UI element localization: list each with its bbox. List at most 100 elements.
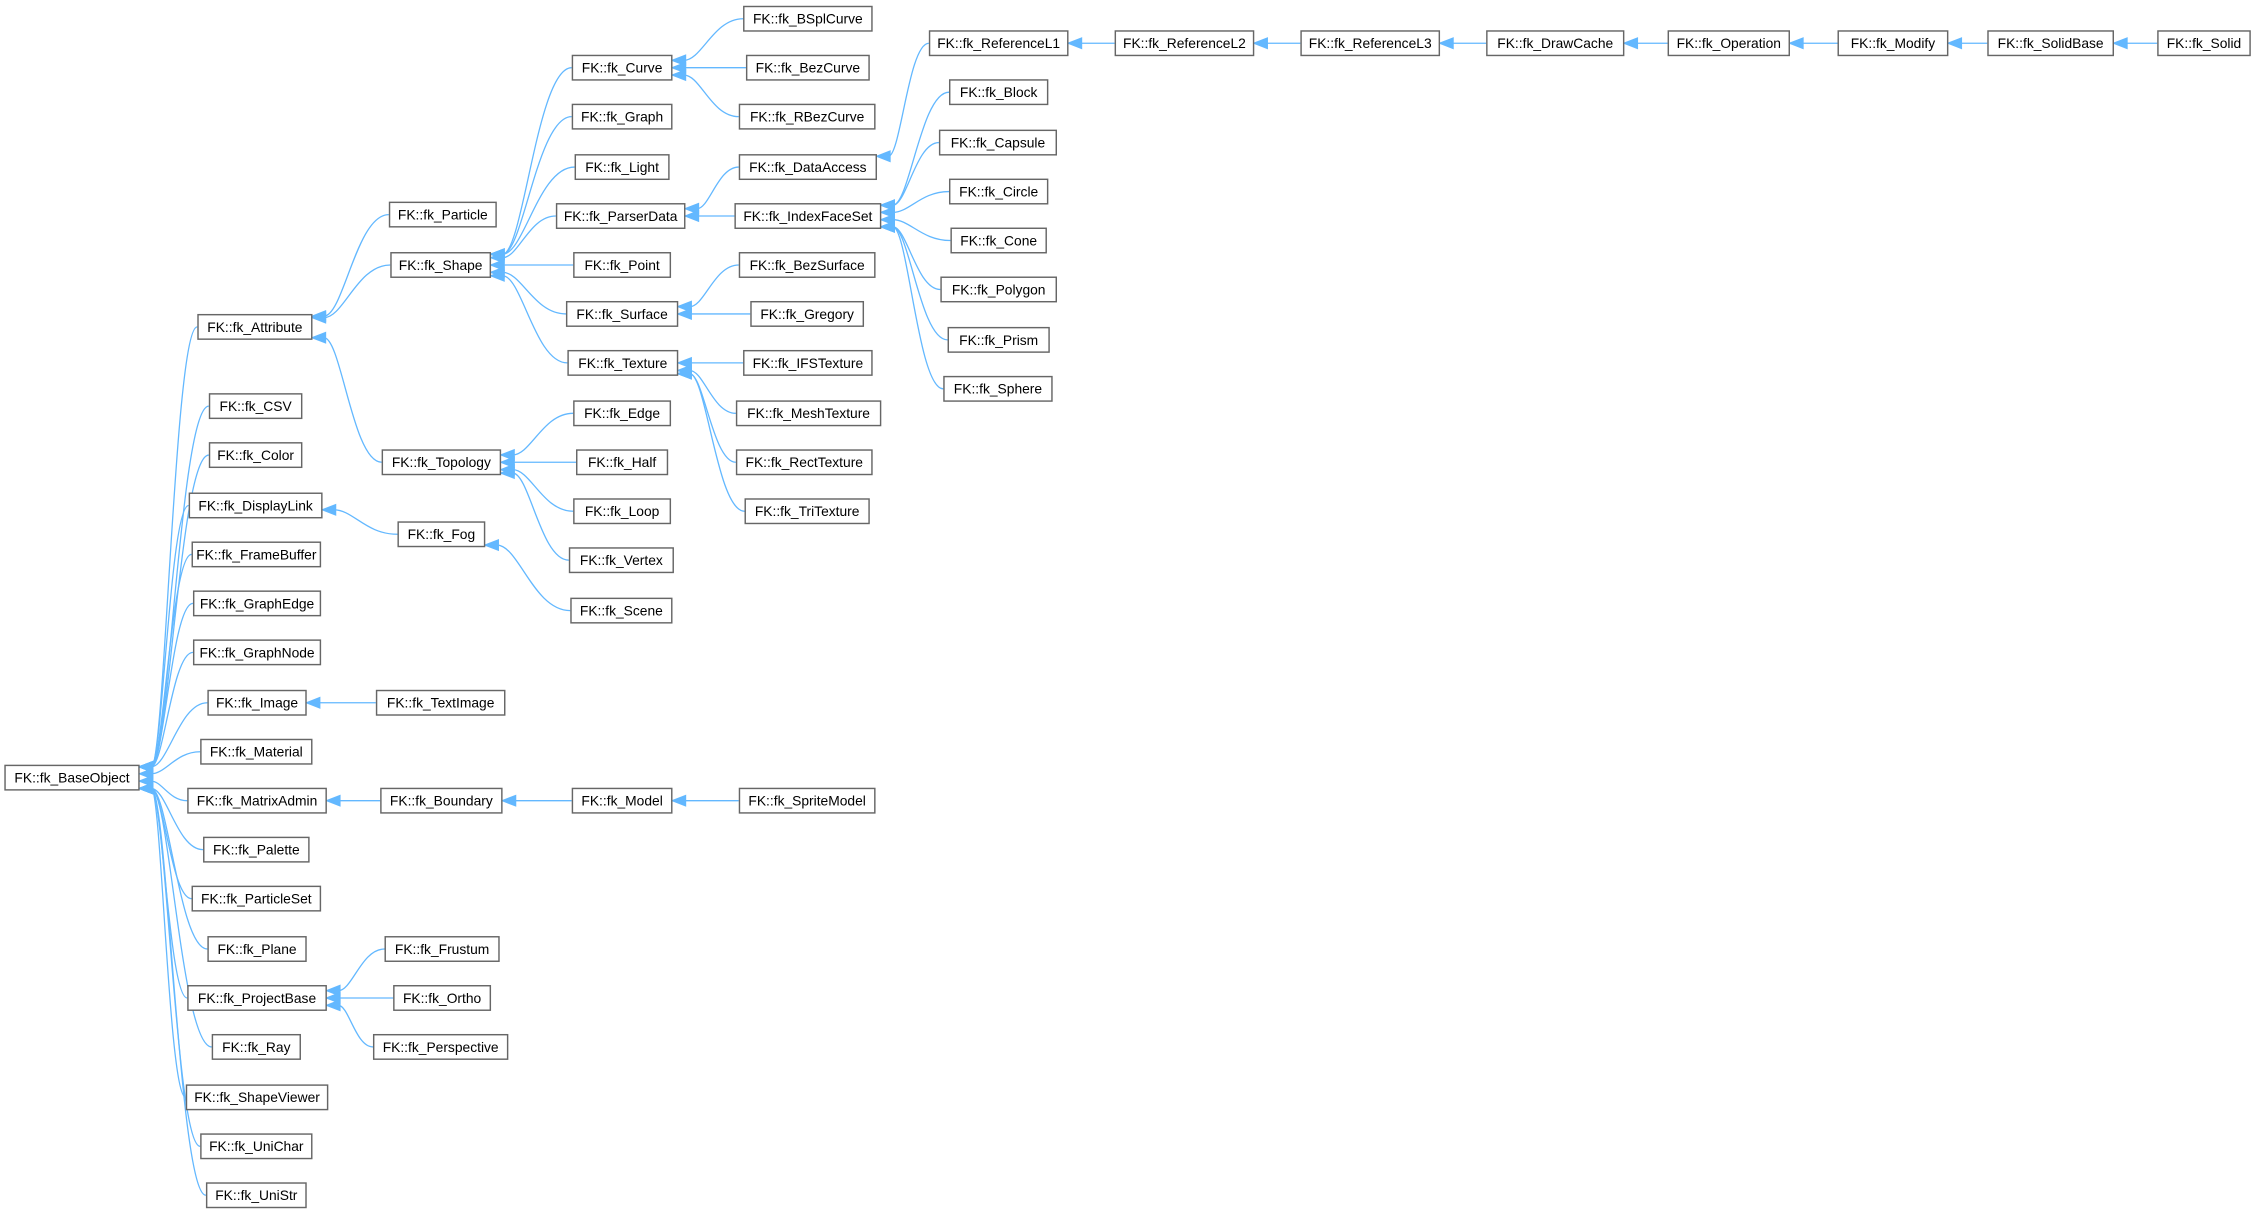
class-node-unichar[interactable]: FK::fk_UniChar [200,1133,313,1160]
class-node-label: FK::fk_Plane [218,941,297,957]
class-node-label: FK::fk_IndexFaceSet [743,208,872,224]
class-node-meshtexture[interactable]: FK::fk_MeshTexture [735,400,882,427]
class-node-texture[interactable]: FK::fk_Texture [567,349,679,376]
class-node-modify[interactable]: FK::fk_Modify [1837,30,1949,57]
arrowhead-icon [875,150,891,163]
class-node-label: FK::fk_Frustum [395,941,489,957]
class-node-ray[interactable]: FK::fk_Ray [211,1033,301,1060]
edge-MatrixAdmin-to-BaseObject [151,780,188,802]
class-node-dataaccess[interactable]: FK::fk_DataAccess [738,154,877,181]
edge-Sphere-to-IndexFaceSet [892,226,944,390]
class-node-prism[interactable]: FK::fk_Prism [947,326,1050,353]
class-node-color[interactable]: FK::fk_Color [208,442,303,469]
class-node-ifstexture[interactable]: FK::fk_IFSTexture [743,349,873,376]
class-node-referencel3[interactable]: FK::fk_ReferenceL3 [1300,30,1441,57]
class-node-topology[interactable]: FK::fk_Topology [381,449,502,476]
class-node-ortho[interactable]: FK::fk_Ortho [393,985,492,1011]
edge-GraphNode-to-BaseObject [150,651,194,768]
class-node-gregory[interactable]: FK::fk_Gregory [750,300,865,327]
class-node-box [1987,30,2114,57]
edge-MeshTexture-to-Texture [689,369,736,414]
class-node-box [735,400,882,427]
class-node-csv[interactable]: FK::fk_CSV [208,393,303,420]
class-node-palette[interactable]: FK::fk_Palette [203,836,310,863]
class-node-scene[interactable]: FK::fk_Scene [570,597,673,624]
arrowhead-icon [499,456,515,469]
class-node-graphnode[interactable]: FK::fk_GraphNode [192,639,322,666]
class-node-graphedge[interactable]: FK::fk_GraphEdge [192,590,322,617]
class-node-perspective[interactable]: FK::fk_Perspective [372,1033,509,1060]
class-node-particle[interactable]: FK::fk_Particle [388,201,497,228]
arrowhead-icon [137,767,154,780]
class-node-edge[interactable]: FK::fk_Edge [573,400,672,427]
class-node-vertex[interactable]: FK::fk_Vertex [568,547,674,574]
arrowhead-icon [324,999,341,1012]
class-node-plane[interactable]: FK::fk_Plane [207,936,307,962]
class-node-surface[interactable]: FK::fk_Surface [565,300,679,327]
edge-Palette-to-BaseObject [151,787,204,851]
class-node-curve[interactable]: FK::fk_Curve [571,54,673,81]
class-node-image[interactable]: FK::fk_Image [207,689,307,716]
class-node-tritexture[interactable]: FK::fk_TriTexture [744,498,870,525]
class-node-box [738,787,876,814]
edge-RBezCurve-to-Curve [683,74,739,118]
class-node-rbezcurve[interactable]: FK::fk_RBezCurve [738,103,876,130]
class-node-projectbase[interactable]: FK::fk_ProjectBase [187,985,327,1011]
class-node-bezsurface[interactable]: FK::fk_BezSurface [738,252,876,278]
edge-Edge-to-Topology [512,412,574,456]
class-node-matrixadmin[interactable]: FK::fk_MatrixAdmin [187,787,327,814]
class-node-solidbase[interactable]: FK::fk_SolidBase [1987,30,2114,57]
class-node-capsule[interactable]: FK::fk_Capsule [938,129,1057,156]
class-node-circle[interactable]: FK::fk_Circle [948,178,1049,205]
class-node-material[interactable]: FK::fk_Material [200,738,313,765]
class-node-block[interactable]: FK::fk_Block [948,79,1049,106]
class-node-drawcache[interactable]: FK::fk_DrawCache [1486,30,1625,57]
class-node-shapeviewer[interactable]: FK::fk_ShapeViewer [185,1084,329,1111]
class-node-displaylink[interactable]: FK::fk_DisplayLink [188,492,323,519]
class-node-loop[interactable]: FK::fk_Loop [573,498,672,525]
class-node-model[interactable]: FK::fk_Model [571,787,673,814]
arrowhead-icon [137,775,154,788]
class-node-frustum[interactable]: FK::fk_Frustum [384,936,500,962]
edge-Loop-to-Topology [512,468,574,512]
class-node-label: FK::fk_CSV [220,398,293,414]
class-node-framebuffer[interactable]: FK::fk_FrameBuffer [191,541,322,568]
class-node-graph[interactable]: FK::fk_Graph [571,103,673,130]
class-node-bezcurve[interactable]: FK::fk_BezCurve [745,54,870,81]
class-node-particleset[interactable]: FK::fk_ParticleSet [191,885,322,912]
class-node-light[interactable]: FK::fk_Light [574,154,670,181]
class-node-box [208,393,303,420]
class-node-cone[interactable]: FK::fk_Cone [950,227,1047,254]
edge-ShapeViewer-to-BaseObject [150,787,187,1098]
class-node-fog[interactable]: FK::fk_Fog [397,521,486,548]
class-node-sphere[interactable]: FK::fk_Sphere [943,375,1053,402]
class-node-recttexture[interactable]: FK::fk_RectTexture [735,449,873,476]
class-node-textimage[interactable]: FK::fk_TextImage [375,689,506,716]
class-node-label: FK::fk_UniStr [215,1187,298,1203]
class-node-referencel2[interactable]: FK::fk_ReferenceL2 [1114,30,1255,57]
class-node-unistr[interactable]: FK::fk_UniStr [205,1182,307,1209]
class-node-label: FK::fk_BezSurface [750,257,865,273]
class-node-box [573,400,672,427]
class-node-parserdata[interactable]: FK::fk_ParserData [555,203,686,229]
edge-Block-to-IndexFaceSet [892,91,950,206]
class-node-operation[interactable]: FK::fk_Operation [1667,30,1790,57]
class-node-point[interactable]: FK::fk_Point [573,252,672,278]
class-node-solid[interactable]: FK::fk_Solid [2157,30,2251,57]
class-node-boundary[interactable]: FK::fk_Boundary [380,787,503,814]
class-node-label: FK::fk_DataAccess [749,159,867,175]
class-node-referencel1[interactable]: FK::fk_ReferenceL1 [928,30,1069,57]
edges-layer [137,18,2158,1196]
class-node-indexfaceset[interactable]: FK::fk_IndexFaceSet [734,203,882,229]
class-node-spritemodel[interactable]: FK::fk_SpriteModel [738,787,876,814]
arrowhead-icon [1946,37,1963,50]
arrowhead-icon [1787,37,1804,50]
class-node-half[interactable]: FK::fk_Half [576,449,669,476]
class-node-box [384,936,500,962]
class-node-shape[interactable]: FK::fk_Shape [390,252,492,278]
class-node-baseobject[interactable]: FK::fk_BaseObject [4,764,140,791]
class-node-attribute[interactable]: FK::fk_Attribute [197,313,313,340]
class-node-polygon[interactable]: FK::fk_Polygon [940,276,1057,303]
class-node-bsplcurve[interactable]: FK::fk_BSplCurve [743,5,873,32]
class-node-box [1114,30,1255,57]
